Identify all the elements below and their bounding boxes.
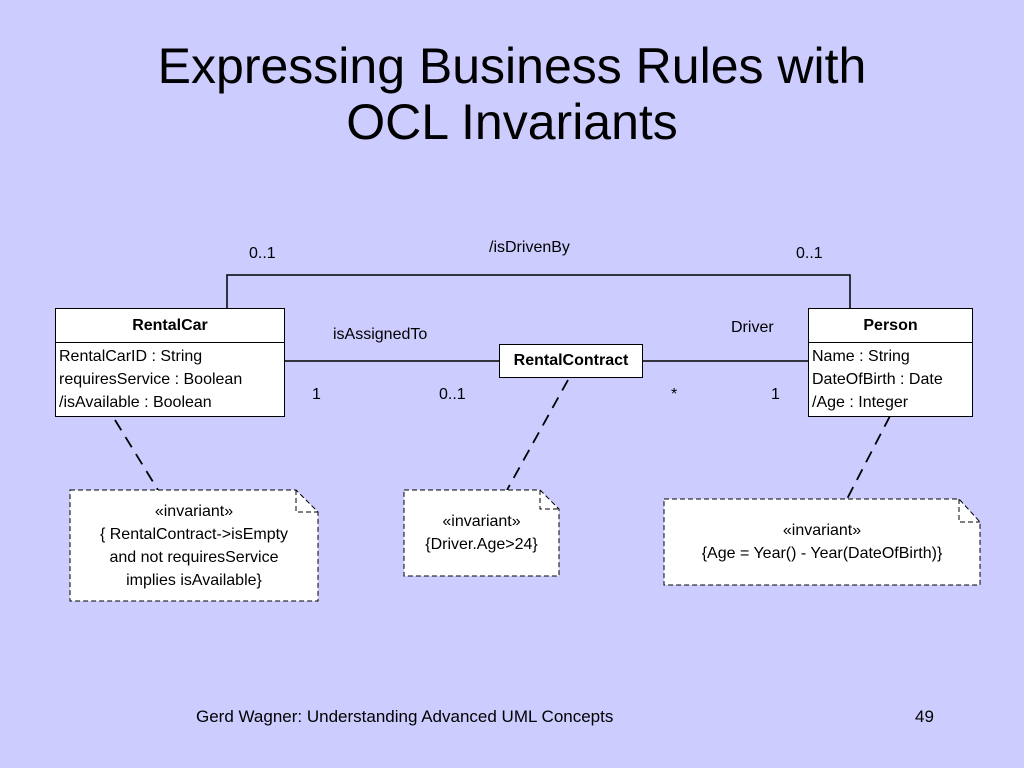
rental-car-invariant-note: «invariant» { RentalContract->isEmpty an… [69, 489, 319, 602]
is-assigned-to-right-multiplicity: 0..1 [439, 386, 466, 403]
note-stereotype: «invariant» [154, 502, 234, 520]
person-attribute: DateOfBirth : Date [812, 371, 943, 388]
is-driven-by-left-multiplicity: 0..1 [249, 245, 276, 262]
note-stereotype: «invariant» [782, 522, 862, 539]
person-attributes: Name : String DateOfBirth : Date /Age : … [809, 343, 972, 414]
person-attribute: /Age : Integer [812, 394, 909, 411]
page-number: 49 [915, 707, 934, 726]
note-line: {Driver.Age>24} [425, 536, 538, 553]
contract-invariant-note: «invariant» {Driver.Age>24} [403, 489, 560, 577]
note-line: {Age = Year() - Year(DateOfBirth)} [701, 545, 943, 562]
person-class-name: Person [809, 309, 972, 343]
rental-car-attributes: RentalCarID : String requiresService : B… [56, 343, 284, 414]
note-stereotype: «invariant» [442, 513, 521, 530]
title-line-2: OCL Invariants [346, 94, 678, 150]
note-shape [69, 489, 319, 602]
rental-car-attribute: requiresService : Boolean [59, 371, 243, 388]
person-class: Person Name : String DateOfBirth : Date … [808, 308, 973, 417]
is-assigned-to-left-multiplicity: 1 [312, 386, 321, 403]
note-text: «invariant» { RentalContract->isEmpty an… [100, 500, 288, 592]
driver-right-multiplicity: 1 [771, 386, 780, 403]
note-text: «invariant» {Driver.Age>24} [425, 510, 538, 556]
driver-left-multiplicity: * [671, 386, 678, 403]
note-shape [403, 489, 560, 577]
is-driven-by-label: /isDrivenBy [489, 239, 570, 256]
person-invariant-note: «invariant» {Age = Year() - Year(DateOfB… [663, 498, 981, 586]
rental-contract-class: RentalContract [499, 344, 643, 378]
contract-note-anchor [506, 379, 569, 491]
rental-car-attribute: RentalCarID : String [59, 348, 203, 365]
footer-text: Gerd Wagner: Understanding Advanced UML … [196, 707, 614, 726]
person-note-anchor [846, 415, 891, 500]
rental-car-class-name: RentalCar [56, 309, 284, 343]
rental-car-class: RentalCar RentalCarID : String requiresS… [55, 308, 285, 417]
page-title: Expressing Business Rules with OCL Invar… [0, 38, 1024, 150]
is-driven-by-right-multiplicity: 0..1 [796, 245, 823, 262]
rental-car-note-anchor [114, 419, 159, 491]
is-assigned-to-label: isAssignedTo [333, 326, 428, 343]
note-line: implies isAvailable} [126, 571, 262, 589]
note-line: and not requiresService [109, 548, 279, 566]
driver-role-label: Driver [731, 319, 774, 336]
note-line: { RentalContract->isEmpty [99, 525, 289, 543]
rental-car-attribute: /isAvailable : Boolean [59, 394, 212, 411]
person-attribute: Name : String [812, 348, 910, 365]
is-driven-by-line [226, 274, 851, 308]
title-line-1: Expressing Business Rules with [157, 38, 867, 94]
note-shape [663, 498, 981, 586]
note-text: «invariant» {Age = Year() - Year(DateOfB… [702, 519, 943, 565]
